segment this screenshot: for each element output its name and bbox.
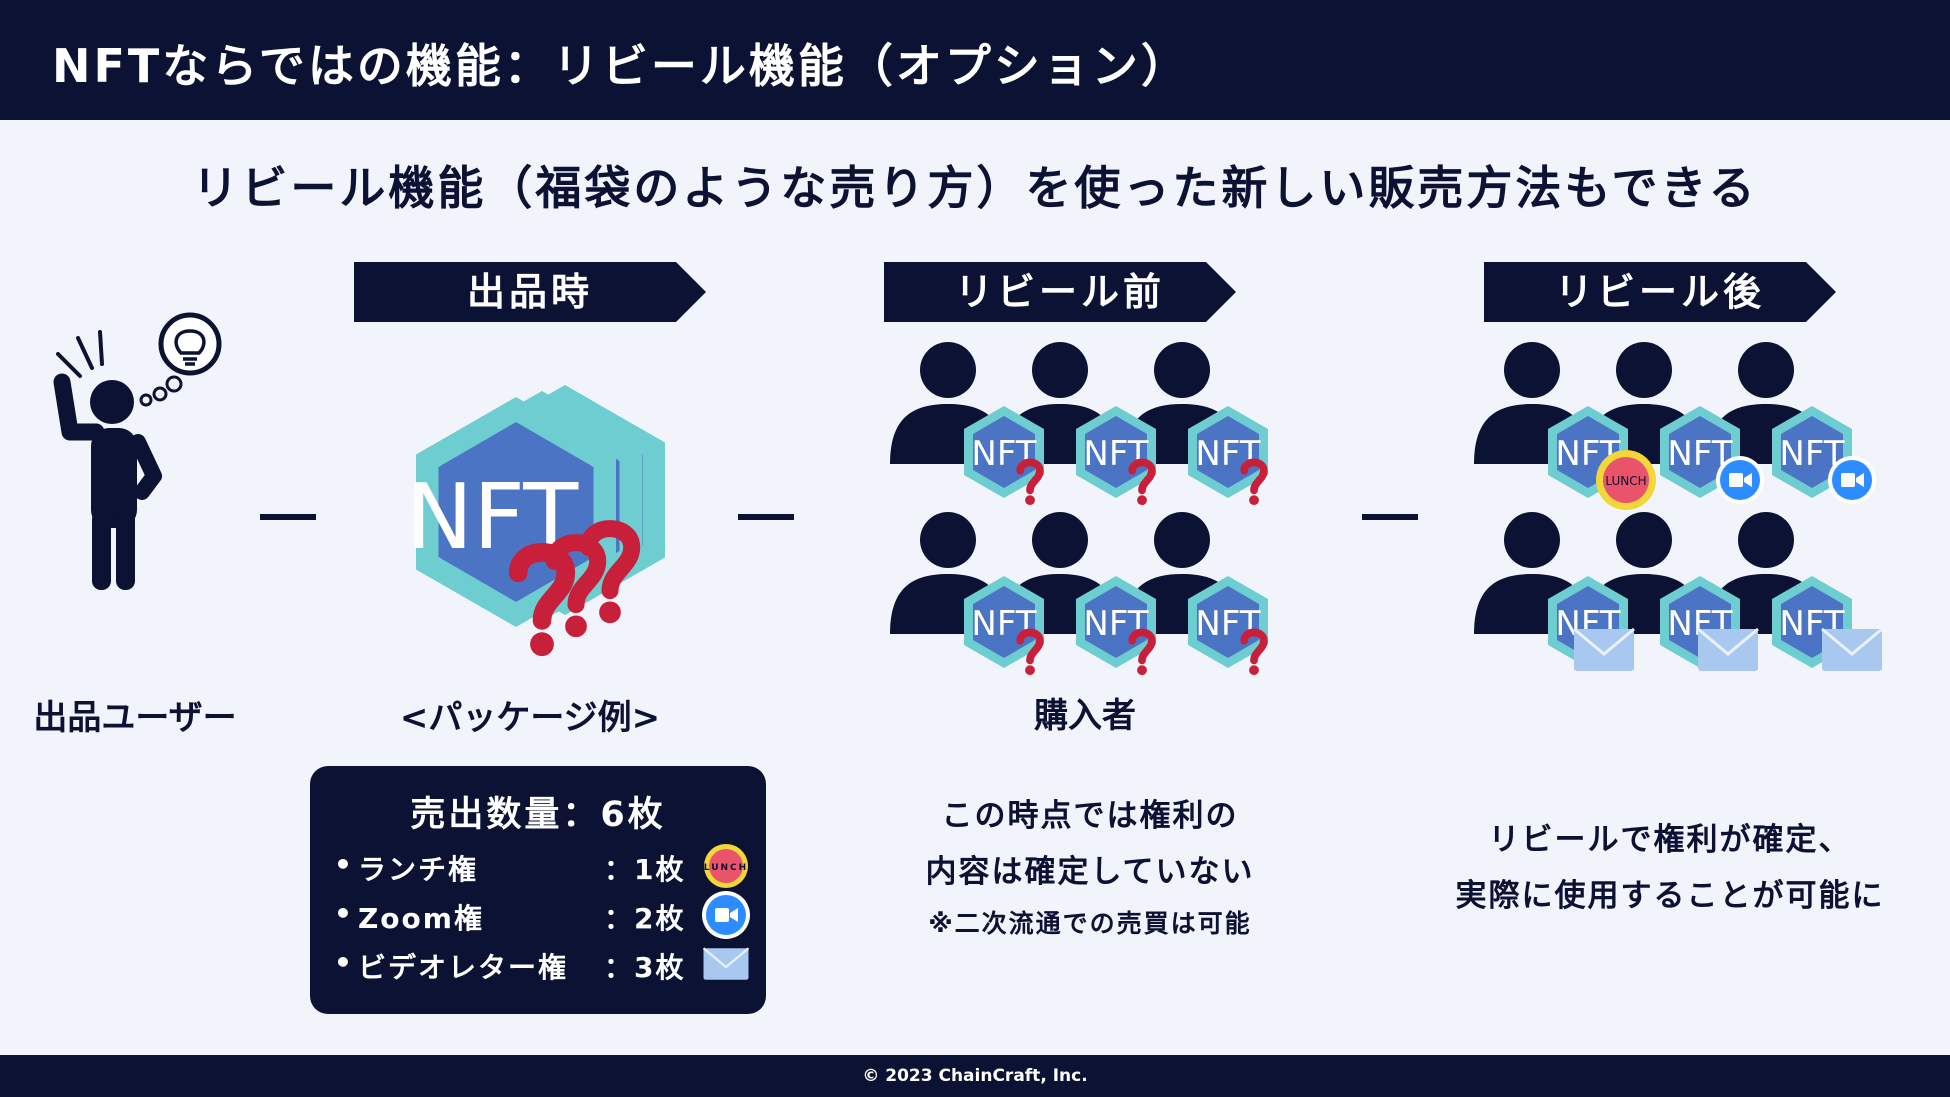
stage-banner-before-reveal: リビール前 [884, 262, 1236, 322]
zoom-icon [1828, 456, 1876, 504]
before-desc-line1: この時点では権利の [941, 798, 1239, 834]
zoom-icon [1716, 456, 1764, 504]
mail-icon [1572, 627, 1636, 673]
svg-text:NFT: NFT [1195, 434, 1260, 474]
bullet: • [334, 946, 354, 979]
page-subtitle: リビール機能（福袋のような売り方）を使った新しい販売方法もできる [192, 161, 1758, 215]
before-reveal-description: この時点では権利の 内容は確定していない ※二次流通での売買は可能 [880, 788, 1300, 948]
zoom-icon [702, 891, 750, 939]
lunch-icon: LUNCH [1596, 450, 1656, 510]
svg-text:LUNCH: LUNCH [704, 863, 748, 873]
package-item-zoom: • Zoom権 ：2枚 [334, 891, 754, 939]
after-desc-line1: リビールで権利が確定、 [1488, 822, 1852, 858]
mail-icon [702, 947, 750, 981]
bullet: • [334, 897, 354, 930]
svg-text:NFT: NFT [971, 604, 1036, 644]
seller-figure-icon [53, 312, 222, 590]
buyers-before-reveal-group: NFT NFT NFT NFT NFT NFT [890, 342, 1268, 680]
svg-text:NFT: NFT [1083, 434, 1148, 474]
stage-banner-listing: 出品時 [354, 262, 706, 322]
package-quantity-title: 売出数量：6枚 [410, 795, 666, 835]
mail-icon [1820, 627, 1884, 673]
mail-icon [1696, 627, 1760, 673]
page-title: NFTならではの機能：リビール機能（オプション） [52, 39, 1190, 93]
item-count: ：3枚 [604, 951, 686, 984]
header-bar [0, 0, 1950, 120]
package-item-video-letter: • ビデオレター権 ：3枚 [334, 946, 754, 986]
seller-label: 出品ユーザー [33, 698, 237, 738]
stage-banner-after-reveal: リビール後 [1484, 262, 1836, 322]
svg-text:LUNCH: LUNCH [1605, 474, 1646, 488]
connector-dash [260, 514, 316, 520]
item-count: ：2枚 [604, 902, 686, 935]
before-desc-line2: 内容は確定していない [925, 854, 1255, 890]
after-desc-line2: 実際に使用することが可能に [1455, 878, 1885, 914]
bullet: • [334, 848, 354, 881]
connector-dash [1362, 514, 1418, 520]
svg-text:NFT: NFT [971, 434, 1036, 474]
nft-package-icon: NFT [406, 385, 665, 680]
item-name: ビデオレター権 [358, 951, 569, 984]
lunch-icon: LUNCH [704, 844, 748, 888]
lightbulb-icon [158, 312, 222, 376]
buyers-after-reveal-group: NFT NFT NFT NFT NFT NFT LUNCH [1474, 342, 1884, 673]
before-desc-note: ※二次流通での売買は可能 [928, 909, 1252, 938]
connector-dash [738, 514, 794, 520]
item-count: ：1枚 [604, 853, 686, 886]
thought-bubble-icon [139, 375, 183, 407]
after-reveal-description: リビールで権利が確定、 実際に使用することが可能に [1440, 812, 1900, 924]
buyers-label: 購入者 [1034, 696, 1136, 736]
buyer-row-before [890, 342, 1240, 634]
item-name: Zoom権 [358, 902, 484, 935]
package-example-label: <パッケージ例> [399, 698, 661, 738]
copyright-text: © 2023 ChainCraft, Inc. [862, 1066, 1088, 1086]
footer-bar [0, 1055, 1950, 1097]
package-info-box: 売出数量：6枚 • ランチ権 ：1枚 LUNCH • Zoom権 ：2枚 • ビ… [310, 766, 766, 1014]
item-name: ランチ権 [358, 853, 479, 886]
package-item-lunch: • ランチ権 ：1枚 LUNCH [334, 844, 754, 888]
thinking-person-icon [53, 330, 162, 590]
svg-text:NFT: NFT [1195, 604, 1260, 644]
svg-text:NFT: NFT [1083, 604, 1148, 644]
